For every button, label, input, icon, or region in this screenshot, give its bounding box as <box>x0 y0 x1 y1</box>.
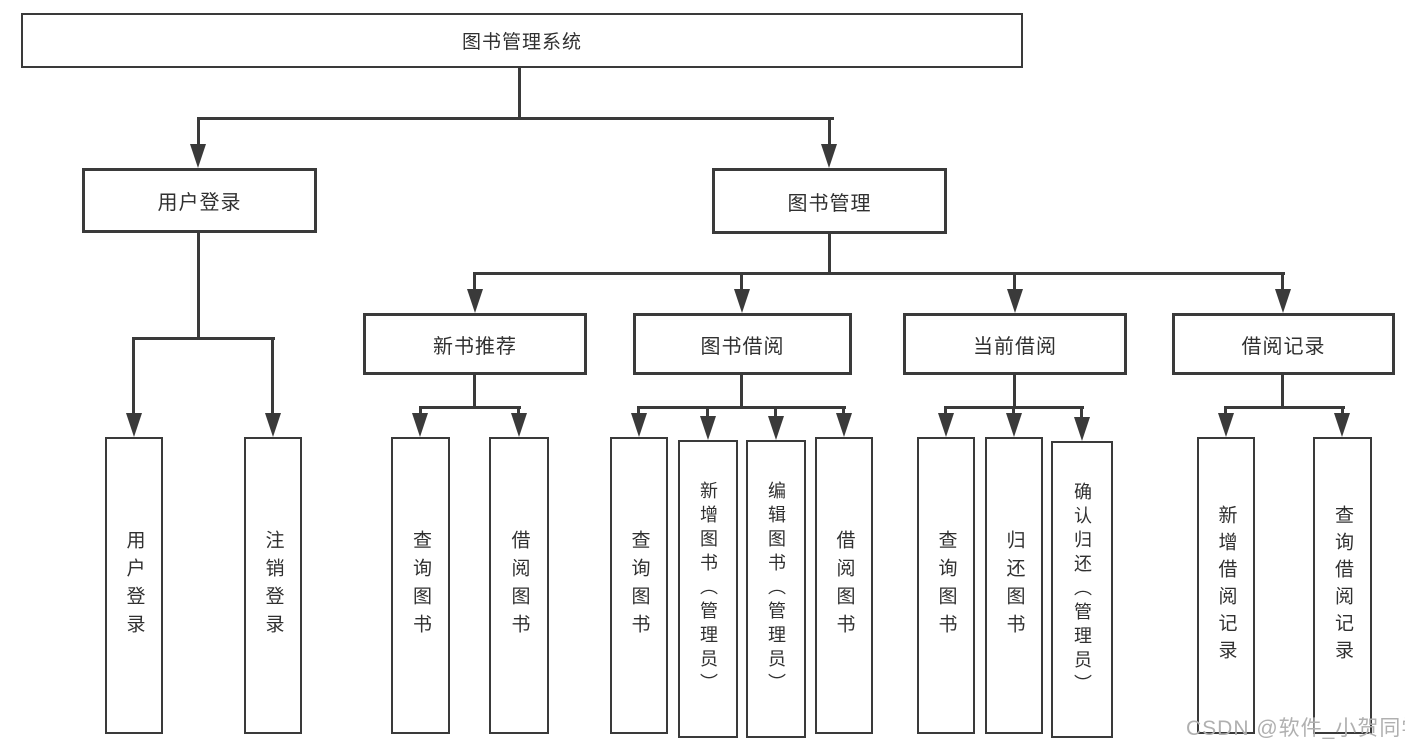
connector-book-management-trunk <box>828 234 831 272</box>
node-label: 图书借阅 <box>700 335 785 358</box>
node-borrow-books-recommend: 借阅图书 <box>489 437 549 734</box>
connector-root-trunk <box>518 68 521 117</box>
node-query-books-borrowing: 查询图书 <box>610 437 668 734</box>
connector-book-management-spread <box>473 272 1285 275</box>
node-borrowing-records: 借阅记录 <box>1172 313 1395 375</box>
arrow-down-icon <box>768 416 784 440</box>
node-label: 编辑图书（管理员） <box>766 481 786 697</box>
node-label: 注销登录 <box>262 529 284 642</box>
connector-trunk <box>1013 375 1016 406</box>
node-label: 新书推荐 <box>433 335 517 358</box>
node-label: 查询图书 <box>935 529 957 642</box>
arrow-down-icon <box>836 413 852 437</box>
connector-stub <box>944 406 947 417</box>
node-label: 借阅图书 <box>508 529 530 642</box>
connector-stub <box>1080 406 1083 419</box>
arrow-down-icon <box>938 413 954 437</box>
connector-trunk <box>740 375 743 406</box>
arrow-down-icon <box>821 144 837 168</box>
node-label: 新增借阅记录 <box>1215 504 1237 667</box>
connector-stub-user-login <box>197 117 200 147</box>
connector-stub <box>473 272 476 292</box>
connector-stub <box>517 406 520 417</box>
connector-stub <box>1013 272 1016 292</box>
node-label: 新增图书（管理员） <box>698 481 718 697</box>
node-query-books-recommend: 查询图书 <box>391 437 450 734</box>
connector-stub <box>1281 272 1284 292</box>
node-query-books-current: 查询图书 <box>917 437 975 734</box>
connector-trunk <box>1281 375 1284 406</box>
node-label: 图书管理系统 <box>461 32 582 53</box>
connector-root-spread <box>197 117 834 120</box>
connector-stub <box>637 406 640 417</box>
node-label: 用户登录 <box>123 529 145 642</box>
node-return-books: 归还图书 <box>985 437 1043 734</box>
node-label: 查询图书 <box>628 529 650 642</box>
node-label: 图书管理 <box>787 192 872 215</box>
arrow-down-icon <box>190 144 206 168</box>
node-confirm-return-admin: 确认归还（管理员） <box>1051 441 1113 738</box>
arrow-down-icon <box>467 289 483 313</box>
arrow-down-icon <box>126 413 142 437</box>
connector-spread <box>637 406 846 409</box>
connector-user-login-spread <box>132 337 275 340</box>
arrow-down-icon <box>1218 413 1234 437</box>
arrow-down-icon <box>265 413 281 437</box>
node-query-borrow-record: 查询借阅记录 <box>1313 437 1372 734</box>
node-label: 确认归还（管理员） <box>1072 481 1092 698</box>
watermark: CSDN @软件_小贺同学 <box>1186 717 1405 740</box>
node-book-borrowing: 图书借阅 <box>633 313 852 375</box>
connector-stub <box>1012 406 1015 417</box>
arrow-down-icon <box>511 413 527 437</box>
connector-spread <box>1224 406 1345 409</box>
arrow-down-icon <box>1275 289 1291 313</box>
node-logout: 注销登录 <box>244 437 302 734</box>
arrow-down-icon <box>1007 289 1023 313</box>
node-edit-books-admin: 编辑图书（管理员） <box>746 440 806 738</box>
node-library-management-system: 图书管理系统 <box>21 13 1023 68</box>
connector-stub <box>842 406 845 417</box>
node-label: 查询借阅记录 <box>1332 504 1353 667</box>
connector-stub <box>706 406 709 418</box>
node-add-borrow-record: 新增借阅记录 <box>1197 437 1255 734</box>
connector-trunk <box>473 375 476 406</box>
node-borrow-books-borrowing: 借阅图书 <box>815 437 873 734</box>
node-add-books-admin: 新增图书（管理员） <box>678 440 738 738</box>
arrow-down-icon <box>631 413 647 437</box>
connector-user-login-trunk <box>197 233 200 337</box>
node-label: 归还图书 <box>1003 529 1025 642</box>
arrow-down-icon <box>412 413 428 437</box>
node-label: 当前借阅 <box>973 335 1057 358</box>
connector-stub-book-management <box>828 117 831 147</box>
arrow-down-icon <box>1074 417 1090 441</box>
arrow-down-icon <box>1334 413 1350 437</box>
node-label: 查询图书 <box>410 529 431 642</box>
connector-stub <box>271 337 274 415</box>
connector-spread <box>419 406 521 409</box>
connector-stub <box>1224 406 1227 417</box>
connector-stub <box>774 406 777 418</box>
node-book-management: 图书管理 <box>712 168 947 234</box>
node-current-borrowing: 当前借阅 <box>903 313 1127 375</box>
arrow-down-icon <box>700 416 716 440</box>
node-user-login-leaf: 用户登录 <box>105 437 163 734</box>
node-user-login: 用户登录 <box>82 168 317 233</box>
node-label: 用户登录 <box>157 192 242 214</box>
node-label: 借阅记录 <box>1241 335 1326 358</box>
connector-stub <box>740 272 743 292</box>
arrow-down-icon <box>734 289 750 313</box>
connector-stub <box>132 337 135 415</box>
arrow-down-icon <box>1006 413 1022 437</box>
node-new-book-recommend: 新书推荐 <box>363 313 587 375</box>
connector-stub <box>1341 406 1344 417</box>
node-label: 借阅图书 <box>833 529 855 642</box>
connector-stub <box>419 406 422 417</box>
